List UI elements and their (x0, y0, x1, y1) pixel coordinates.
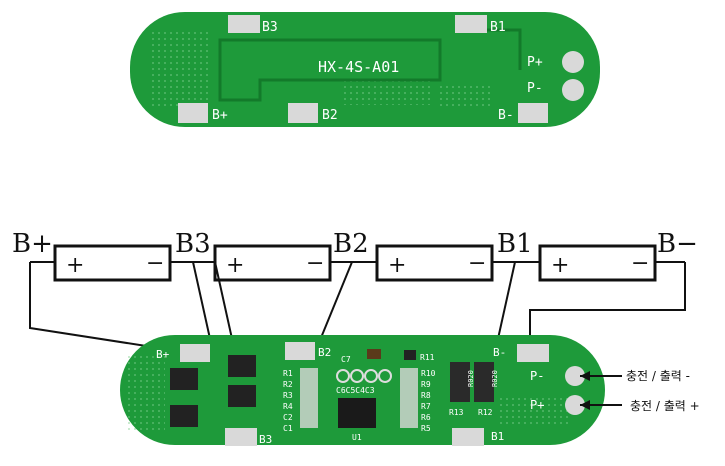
cell-4-minus: − (631, 251, 649, 276)
capacitor (364, 369, 378, 383)
label-shunt-left: R020 (467, 370, 475, 387)
label-c7: C7 (341, 355, 351, 364)
capacitor (378, 369, 392, 383)
arrowhead-icon (580, 400, 590, 410)
label-shunt-right: R020 (491, 370, 499, 387)
top-pad-pminus (562, 79, 584, 101)
cell-3-minus: − (468, 251, 486, 276)
node-label-b2: B2 (333, 229, 369, 259)
top-model-label: HX-4S-A01 (318, 58, 399, 76)
capacitor (350, 369, 364, 383)
node-label-b3: B3 (175, 229, 211, 259)
resistor-array-right (400, 368, 418, 428)
label-r9: R9 (421, 380, 431, 389)
top-pad-pplus (562, 51, 584, 73)
label-u1: U1 (352, 433, 362, 442)
top-pcb-via-field (150, 30, 210, 110)
label-r11: R11 (420, 353, 435, 362)
node-label-bminus: B− (657, 229, 698, 259)
cell-1-minus: − (146, 251, 164, 276)
top-label-b1: B1 (490, 20, 506, 35)
shunt-resistor-left (450, 362, 470, 402)
wire-to-bplus (29, 262, 173, 351)
bottom-pad-b1 (452, 428, 484, 446)
label-r3: R3 (283, 391, 293, 400)
cell-2-plus: + (226, 253, 244, 278)
top-pcb-via-field (340, 80, 430, 105)
top-label-pplus: P+ (527, 55, 543, 70)
bottom-pcb-via-field (500, 395, 570, 425)
cell-3 (375, 244, 494, 282)
bottom-pad-pminus (565, 366, 585, 386)
label-r1: R1 (283, 369, 293, 378)
bottom-pad-bplus (180, 344, 210, 362)
cell-3-plus: + (388, 253, 406, 278)
bottom-label-b2: B2 (318, 346, 331, 359)
bottom-pad-pplus (565, 395, 585, 415)
bottom-pcb-via-field (125, 355, 165, 430)
ic-u1 (338, 398, 376, 428)
bottom-pcb-board (120, 335, 605, 446)
label-r6: R6 (421, 413, 431, 422)
mosfet (228, 385, 256, 407)
top-pad-bplus (178, 103, 208, 123)
label-c6c5c4c3: C6C5C4C3 (336, 386, 375, 395)
cell-4-plus: + (551, 253, 569, 278)
cell-1-plus: + (66, 253, 84, 278)
label-r8: R8 (421, 391, 431, 400)
top-label-b3: B3 (262, 20, 278, 35)
bottom-label-bminus: B- (493, 346, 506, 359)
capacitor (336, 369, 350, 383)
mosfet (170, 405, 198, 427)
label-r7: R7 (421, 402, 431, 411)
resistor-array-left (300, 368, 318, 428)
label-r12: R12 (478, 408, 493, 417)
bottom-label-bplus: B+ (156, 348, 170, 361)
cell-2-minus: − (306, 251, 324, 276)
cell-1 (53, 244, 172, 282)
capacitor-c7 (367, 349, 381, 359)
bottom-label-b3: B3 (259, 433, 272, 446)
shunt-resistor-right (474, 362, 494, 402)
label-c1: C1 (283, 424, 293, 433)
callout-charge-output-plus: 충전 / 출력 + (630, 399, 700, 413)
bottom-pad-b3 (225, 428, 257, 446)
top-label-bminus: B- (498, 108, 514, 123)
arrowhead-icon (580, 371, 590, 381)
bottom-label-pplus: P+ (530, 398, 544, 412)
cell-wiring (29, 244, 686, 439)
top-pad-b3 (228, 15, 260, 33)
top-label-bplus: B+ (212, 108, 228, 123)
top-pad-b1 (455, 15, 487, 33)
callout-charge-output-minus: 충전 / 출력 - (626, 369, 690, 383)
label-c2: C2 (283, 413, 293, 422)
label-r4: R4 (283, 402, 293, 411)
label-r2: R2 (283, 380, 293, 389)
node-label-b1: B1 (497, 229, 533, 259)
bottom-label-pminus: P- (530, 369, 544, 383)
output-callouts (580, 371, 622, 410)
bottom-pad-bminus (517, 344, 549, 362)
label-r5: R5 (421, 424, 431, 433)
top-pcb-board: B3 B1 B+ B2 B- P+ P- HX-4S-A01 (130, 12, 600, 127)
top-pcb-via-field (440, 85, 490, 110)
top-label-b2: B2 (322, 108, 338, 123)
mosfet (228, 355, 256, 377)
label-r10: R10 (421, 369, 436, 378)
bottom-pad-b2 (285, 342, 315, 360)
node-label-bplus: B+ (12, 229, 53, 259)
top-pad-bminus (518, 103, 548, 123)
wire-to-bminus (529, 262, 686, 350)
component-r11 (404, 350, 416, 360)
bottom-label-b1: B1 (491, 430, 504, 443)
mosfet (170, 368, 198, 390)
top-pad-b2 (288, 103, 318, 123)
top-label-pminus: P- (527, 81, 543, 96)
label-r13: R13 (449, 408, 464, 417)
top-pcb-trace (218, 38, 442, 102)
